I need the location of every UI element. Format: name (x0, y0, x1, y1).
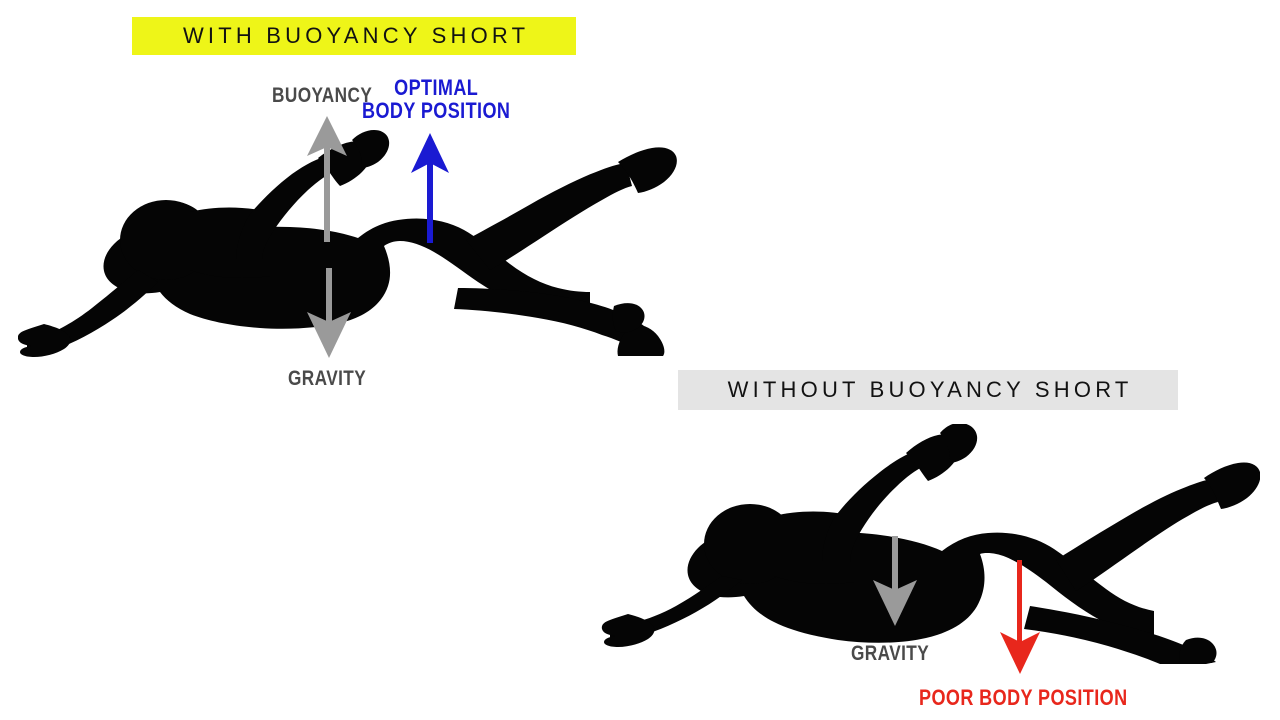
label-poor-body-position: POOR BODY POSITION (919, 686, 1128, 709)
label-optimal-line2: BODY POSITION (362, 98, 511, 124)
banner-without-buoyancy-short: WITHOUT BUOYANCY SHORT (678, 370, 1178, 410)
label-gravity-top-text: GRAVITY (288, 367, 367, 390)
label-gravity-bottom-text: GRAVITY (851, 642, 930, 665)
label-buoyancy-text: BUOYANCY (272, 84, 373, 107)
swimmer-silhouette-sinking (601, 424, 1260, 664)
label-gravity-bottom: GRAVITY (851, 642, 930, 665)
banner-without-buoyancy-short-label: WITHOUT BUOYANCY SHORT (727, 377, 1133, 402)
label-poor-body-position-text: POOR BODY POSITION (919, 685, 1128, 710)
label-optimal-body-position: OPTIMAL BODY POSITION (362, 76, 510, 122)
arrow-gravity-down-icon-bottom (873, 536, 917, 626)
label-buoyancy: BUOYANCY (272, 84, 373, 107)
arrow-buoyancy-up-icon (307, 116, 347, 242)
arrow-gravity-down-icon (307, 268, 351, 358)
arrow-poor-body-position-down-icon (1000, 560, 1040, 674)
label-gravity-top: GRAVITY (288, 367, 367, 390)
arrow-optimal-body-position-up-icon (411, 133, 449, 243)
banner-with-buoyancy-short-label: WITH BUOYANCY SHORT (182, 23, 530, 48)
banner-with-buoyancy-short: WITH BUOYANCY SHORT (132, 17, 576, 55)
label-optimal-line1: OPTIMAL (394, 75, 479, 100)
swimmer-silhouette-horizontal (18, 130, 677, 357)
